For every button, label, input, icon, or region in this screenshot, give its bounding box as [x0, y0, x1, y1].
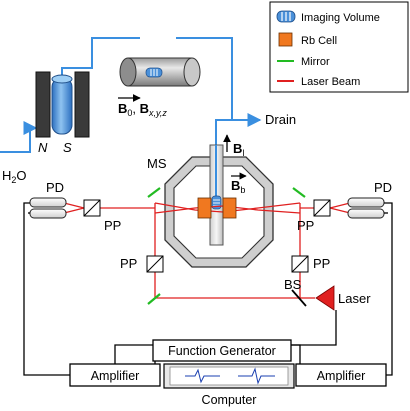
wire-laser-to-fg [290, 310, 337, 346]
legend-rb-cell: Rb Cell [301, 35, 337, 47]
function-generator-label: Function Generator [168, 344, 276, 358]
magnet-pole-n [35, 71, 51, 138]
computer-monitor [163, 363, 295, 389]
b0-bxyz-label: B0, Bx,y,z [118, 101, 167, 118]
legend-imaging-volume: Imaging Volume [301, 12, 380, 24]
bb-label: Bb [231, 178, 245, 195]
water-tube-in-magnet [51, 77, 73, 135]
laser-icon [315, 285, 335, 311]
bl-label: Bl [233, 141, 244, 158]
legend-mirror: Mirror [301, 56, 330, 68]
polarizers [83, 199, 331, 273]
mirror-lower-left [147, 293, 161, 305]
amplifier-left-box [69, 363, 161, 387]
beam-to-left-pd-a [63, 202, 155, 209]
pp-upper-right-label: PP [297, 218, 314, 233]
computer-label: Computer [202, 393, 257, 407]
imaging-volume-icon [145, 67, 163, 78]
coil-cylinder [119, 57, 201, 87]
photodiode-left [29, 197, 67, 219]
wire-amp-to-fg-left [114, 344, 155, 365]
rb-cell-right [222, 197, 237, 219]
laser-label: Laser [338, 291, 371, 306]
pp-upper-right [313, 199, 331, 217]
mirror-upper-left [147, 187, 161, 198]
signal-waveform-right [238, 367, 275, 385]
h2o-input-arrow [0, 121, 38, 153]
pd-left-label: PD [46, 180, 64, 195]
legend: Imaging Volume Rb Cell Mirror Laser Beam [269, 1, 409, 93]
water-tube-top [51, 74, 73, 84]
wire-left-pd-to-amp [23, 202, 70, 376]
function-generator-box [152, 339, 292, 362]
mirror-upper-right [292, 187, 306, 198]
amplifier-left-label: Amplifier [91, 369, 140, 383]
magnet-n-label: N [38, 140, 48, 155]
flow-line-cylinder-to-cell [176, 37, 233, 145]
beam-splitter [291, 289, 307, 307]
wire-right-pd-to-amp [345, 202, 393, 376]
pp-lower-left [146, 255, 164, 273]
amplifier-right-box [295, 363, 387, 387]
signal-waveform-left [185, 368, 220, 384]
prepolarizing-magnet [35, 71, 90, 138]
rb-cell-legend-icon [278, 32, 293, 47]
magnet-s-label: S [63, 140, 72, 155]
ms-label: MS [147, 156, 167, 171]
water-flow-lines [0, 37, 262, 153]
computer-screen [169, 366, 289, 386]
cylinder-end-left [119, 57, 137, 87]
drain-label: Drain [265, 112, 296, 127]
pd-right-label: PD [374, 180, 392, 195]
photodiode-right [347, 197, 385, 219]
flow-line-magnet-to-cylinder [61, 37, 140, 82]
cylinder-end-right [183, 57, 201, 87]
pp-lower-right [291, 255, 309, 273]
amplifier-right-label: Amplifier [317, 369, 366, 383]
beam-to-left-pd-b [63, 207, 85, 214]
pp-lower-right-label: PP [313, 256, 330, 271]
bs-label: BS [284, 277, 302, 292]
mirrors [147, 187, 306, 305]
rb-cell-left [197, 197, 212, 219]
pp-upper-left-label: PP [104, 218, 121, 233]
pp-lower-left-label: PP [120, 256, 137, 271]
imaging-volume-icon [276, 10, 296, 23]
legend-laser-beam: Laser Beam [301, 76, 360, 88]
magnet-pole-s [74, 71, 90, 138]
beam-to-right-pd-b [329, 207, 351, 214]
h2o-label: H2O [2, 168, 27, 185]
pp-upper-left [83, 199, 101, 217]
